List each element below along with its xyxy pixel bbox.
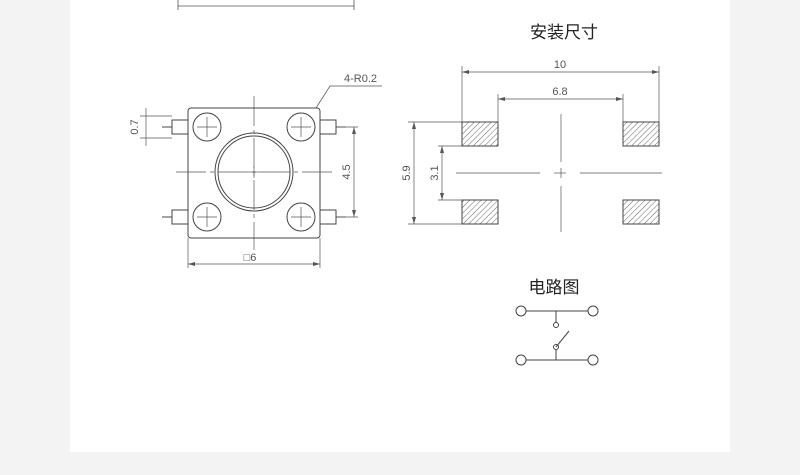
cut-off-dimension: [177, 0, 355, 10]
pin-bottom-left: [171, 209, 189, 225]
pad-top-left: [461, 121, 499, 147]
switch-lever: [555, 330, 570, 348]
corner-hole-top-right: [286, 112, 316, 142]
corner-hole-bottom-left: [192, 202, 222, 232]
top-view-centerlines: [176, 96, 332, 250]
mounting-footprint: [461, 121, 660, 225]
pad-top-right: [622, 121, 660, 147]
overall-width-label: 10: [554, 59, 566, 71]
pin-top-right: [319, 119, 337, 135]
inner-height-label: 3.1: [429, 165, 441, 180]
corner-radius-label: 4-R0.2: [344, 73, 377, 85]
mounting-heading: 安装尺寸: [530, 23, 598, 43]
corner-hole-bottom-right: [286, 202, 316, 232]
pad-bottom-left: [461, 199, 499, 225]
technical-drawing: 4-R0.2 0.7 4.5 □6 安装尺寸: [129, 0, 662, 366]
circuit-diagram: [515, 305, 599, 366]
pad-bottom-right: [622, 199, 660, 225]
switch-contact-lower: [553, 344, 559, 350]
pin-pitch-label: 4.5: [341, 164, 353, 179]
corner-hole-top-left: [192, 112, 222, 142]
mounting-centerlines: [456, 114, 662, 232]
switch-contact-upper: [553, 322, 559, 328]
drawing-panel: 4-R0.2 0.7 4.5 □6 安装尺寸: [70, 0, 730, 452]
pin-bottom-right: [319, 209, 337, 225]
pin-width-label: 0.7: [129, 119, 141, 134]
terminal-bottom-right: [587, 354, 599, 366]
top-view-dimensions: [140, 85, 382, 268]
mounting-dimensions: [408, 66, 660, 225]
terminal-top-right: [587, 305, 599, 317]
pin-top-left: [171, 119, 189, 135]
inner-width-label: 6.8: [552, 86, 567, 98]
terminal-bottom-left: [515, 354, 527, 366]
body-size-label: □6: [244, 252, 257, 264]
terminal-top-left: [515, 305, 527, 317]
circuit-heading: 电路图: [529, 278, 580, 298]
overall-height-label: 5.9: [401, 165, 413, 180]
